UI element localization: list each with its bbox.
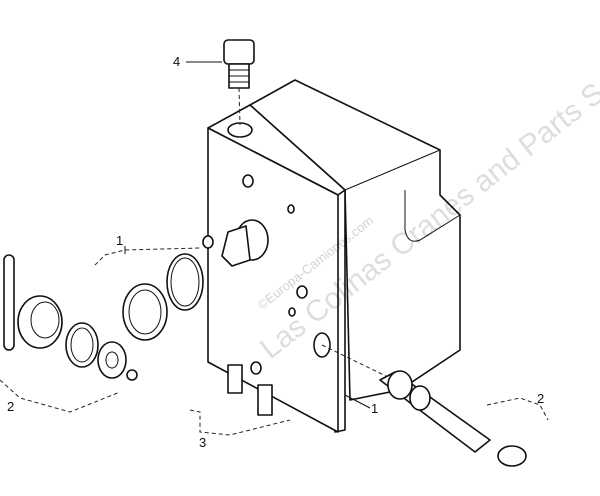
callout-4: 4 xyxy=(173,54,180,69)
valve-block xyxy=(202,104,346,433)
seal-group-2 xyxy=(0,254,138,413)
callout-3: 3 xyxy=(199,435,206,450)
callout-1-right: 1 xyxy=(371,401,378,416)
item-4-plug xyxy=(186,39,255,126)
callout-2-left: 2 xyxy=(7,399,14,414)
callout-2-right: 2 xyxy=(537,391,544,406)
bracket-3 xyxy=(189,409,291,436)
shaft-assembly xyxy=(321,344,549,467)
callout-1-left: 1 xyxy=(116,233,123,248)
seal-group-1 xyxy=(94,246,204,341)
rear-housing xyxy=(249,79,461,401)
